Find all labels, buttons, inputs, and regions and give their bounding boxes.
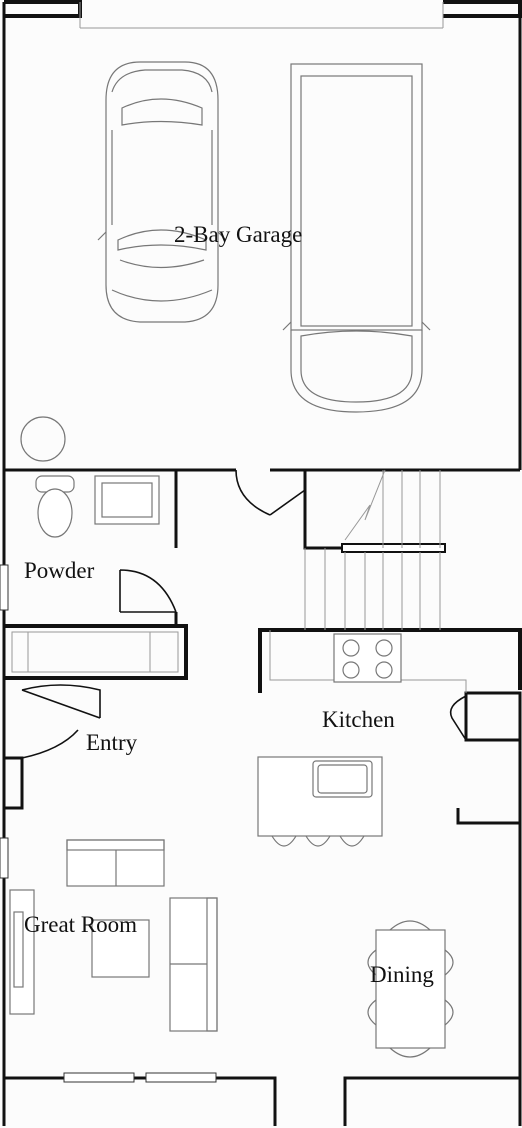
bottom-window-1 — [63, 1072, 135, 1083]
powder-door-swing[interactable] — [119, 569, 177, 613]
powder-fixtures — [35, 475, 160, 538]
garage-entry-door[interactable] — [235, 469, 306, 516]
label-great-room: Great Room — [24, 912, 137, 937]
label-dining: Dining — [370, 962, 434, 987]
label-garage: 2-Bay Garage — [174, 222, 302, 247]
pantry-door[interactable] — [449, 695, 467, 741]
bottom-window-2 — [145, 1072, 217, 1083]
garage-door-opening — [79, 2, 444, 29]
stair-landing-rail — [341, 543, 446, 553]
dining-furniture — [367, 920, 454, 1058]
great-room-furniture — [9, 839, 218, 1032]
label-kitchen: Kitchen — [322, 707, 395, 732]
label-entry: Entry — [86, 730, 138, 755]
windows — [0, 564, 217, 1083]
garage-car — [97, 61, 227, 323]
label-powder: Powder — [24, 558, 95, 583]
great-room-window — [0, 837, 9, 879]
entry-closet-inner — [11, 631, 179, 673]
water-heater — [20, 416, 66, 462]
entry-door-swing[interactable] — [21, 684, 101, 719]
entry-front-door-arc[interactable] — [21, 729, 79, 759]
left-wall-jog — [4, 756, 24, 810]
bottom-wall-right — [343, 1076, 520, 1126]
garage-truck — [282, 63, 431, 413]
entry-closet-shelves — [27, 632, 151, 672]
entry-closet-wall — [4, 624, 188, 680]
powder-window — [0, 564, 9, 611]
stairs — [304, 469, 441, 630]
kitchen-fixtures — [257, 630, 467, 847]
right-wall-kitchen — [456, 740, 522, 825]
